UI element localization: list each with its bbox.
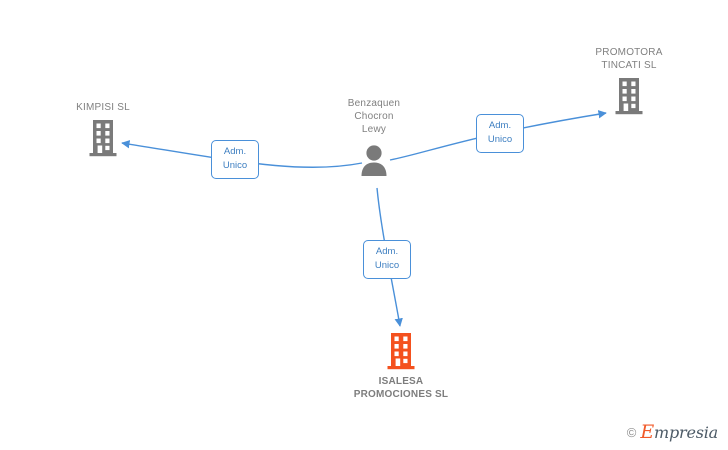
- node-label-person: Benzaquen Chocron Lewy: [347, 98, 401, 135]
- node-company-kimpisi-sl[interactable]: KIMPISI SL: [23, 101, 183, 158]
- edge-label-person-kimpisi[interactable]: Adm. Unico: [211, 140, 259, 179]
- watermark-empresia: © Empresia: [627, 423, 718, 442]
- edge-label-person-isalesa[interactable]: Adm. Unico: [363, 240, 411, 279]
- node-label-kimpisi: KIMPISI SL: [76, 102, 130, 113]
- node-label-isalesa: ISALESA PROMOCIONES SL: [353, 376, 449, 400]
- brand-rest: mpresia: [654, 423, 718, 442]
- building-icon: [612, 76, 646, 116]
- brand-wordmark: Empresia: [640, 423, 718, 442]
- edge-label-person-promotora-tincati[interactable]: Adm. Unico: [476, 114, 524, 153]
- building-icon: [86, 118, 120, 158]
- copyright-icon: ©: [626, 425, 637, 440]
- brand-initial: E: [640, 421, 654, 443]
- node-label-promotora-tincati: PROMOTORA TINCATI SL: [595, 47, 663, 71]
- edge-person-kimpisi: [121, 140, 363, 169]
- building-icon: [384, 331, 418, 371]
- node-company-isalesa-promociones-sl[interactable]: ISALESA PROMOCIONES SL: [321, 331, 481, 401]
- edge-person-promotora-tincati: [389, 110, 607, 161]
- node-company-promotora-tincati-sl[interactable]: PROMOTORA TINCATI SL: [549, 46, 709, 116]
- person-icon: [357, 140, 391, 180]
- node-person-benzaquen-chocron-lewy[interactable]: Benzaquen Chocron Lewy: [294, 97, 454, 180]
